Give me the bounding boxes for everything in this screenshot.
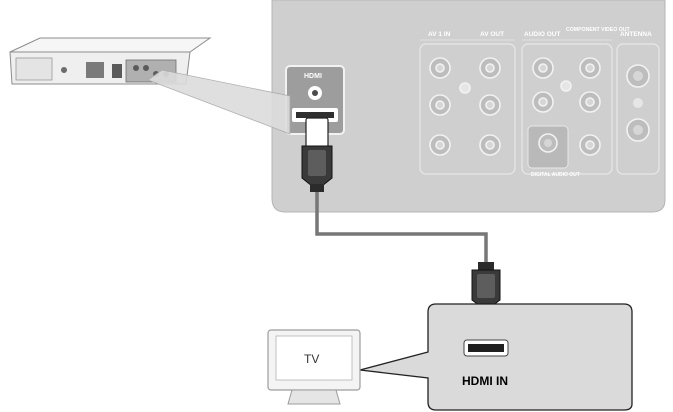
av1-in-label: AV 1 IN [428,31,451,38]
antenna-label: ANTENNA [620,31,652,38]
antenna-group: ANTENNA [616,31,660,175]
audio-out-label: AUDIO OUT [524,31,561,38]
hdmi-in-label: HDMI IN [462,374,508,388]
hdmi-plug-top [301,117,333,192]
device-callout-wedge [147,69,291,135]
tv-device: TV [267,329,361,405]
digital-audio-out-label: DIGITAL AUDIO OUT [531,172,580,178]
component-video-out-label: COMPONENT VIDEO OUT [566,27,631,33]
rca-jacks-av [429,57,501,156]
recorder-device [9,37,212,85]
tv-hdmi-callout: HDMI IN [359,303,633,411]
rca-jacks-audio [532,57,601,156]
tv-label: TV [304,352,319,366]
hdmi-port-label: HDMI [304,73,322,80]
av-out-label: AV OUT [480,31,504,38]
audio-component-group: AUDIO OUT COMPONENT VIDEO OUT DIGITAL AU… [521,27,631,178]
hdmi-cable [315,190,488,266]
av-jacks-group: AV 1 IN AV OUT [419,31,516,175]
